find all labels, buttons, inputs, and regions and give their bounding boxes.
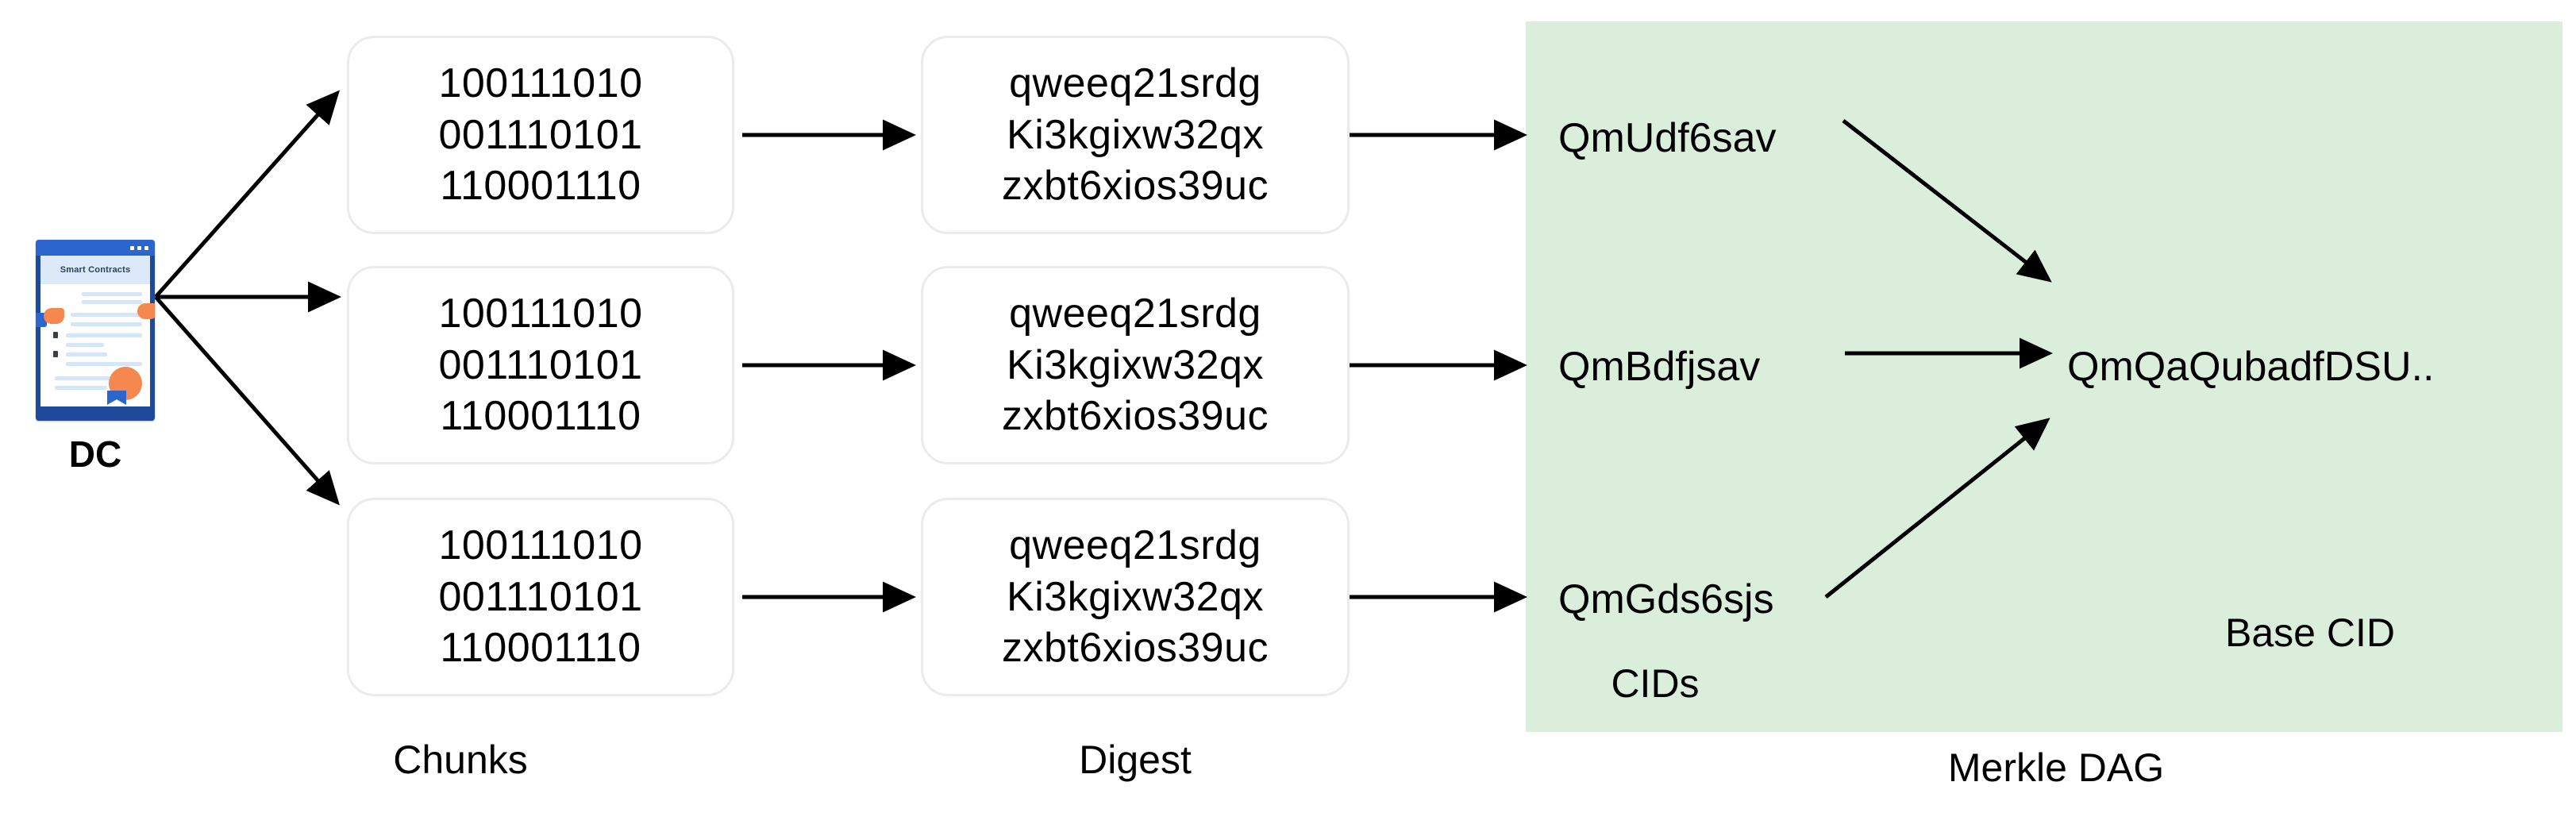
window-dots-icon [130,246,148,250]
digest-line: zxbt6xios39uc [1001,625,1269,672]
arrow-dc-to-chunk-1 [154,90,340,299]
digest-line: zxbt6xios39uc [1001,163,1269,210]
document-banner-title: Smart Contracts [60,265,131,275]
base-cid-caption: Base CID [2225,611,2395,655]
chunk-line: 001110101 [438,341,643,388]
smart-contract-document-icon: Smart Contracts [36,240,155,421]
digest-box-1: qweeq21srdg Ki3kgixw32qx zxbt6xios39uc [921,36,1350,234]
digest-line: Ki3kgixw32qx [1007,111,1264,158]
chunk-line: 110001110 [440,625,641,672]
chunk-box-3: 100111010 001110101 110001110 [347,498,734,696]
digest-line: qweeq21srdg [1009,291,1261,337]
cid-label-1: QmUdf6sav [1558,115,1777,161]
base-cid-label: QmQaQubadfDSU.. [2067,344,2435,390]
chunk-box-1: 100111010 001110101 110001110 [347,36,734,234]
chunk-line: 110001110 [440,393,641,440]
digest-box-3: qweeq21srdg Ki3kgixw32qx zxbt6xios39uc [921,498,1350,696]
cids-caption: CIDs [1611,661,1700,706]
document-titlebar [36,240,155,256]
document-footer [36,411,155,421]
digest-line: qweeq21srdg [1009,60,1261,107]
document-page: Smart Contracts [40,256,150,406]
chunk-box-2: 100111010 001110101 110001110 [347,266,734,464]
chunk-line: 100111010 [438,60,643,107]
chunk-line: 100111010 [438,291,643,337]
chunk-line: 001110101 [438,573,643,620]
chunks-caption: Chunks [393,738,528,782]
chunk-line: 110001110 [440,163,641,210]
cid-label-2: QmBdfjsav [1558,344,1761,390]
merkle-dag-caption: Merkle DAG [1947,745,2165,790]
digest-line: qweeq21srdg [1009,522,1261,569]
right-hand-icon [137,303,155,319]
digest-caption: Digest [1079,738,1192,782]
left-hand-icon [44,308,64,324]
digest-box-2: qweeq21srdg Ki3kgixw32qx zxbt6xios39uc [921,266,1350,464]
digest-line: Ki3kgixw32qx [1007,341,1264,388]
chunk-line: 100111010 [438,522,643,569]
digest-line: zxbt6xios39uc [1001,393,1269,440]
chunk-line: 001110101 [438,111,643,158]
digest-line: Ki3kgixw32qx [1007,573,1264,620]
dc-source-node: Smart Contracts [36,240,155,421]
cid-label-3: QmGds6sjs [1558,576,1774,622]
document-seal-icon [107,367,142,405]
arrow-dc-to-chunk-3 [154,295,340,506]
dc-label: DC [68,433,122,475]
document-banner: Smart Contracts [40,256,150,284]
